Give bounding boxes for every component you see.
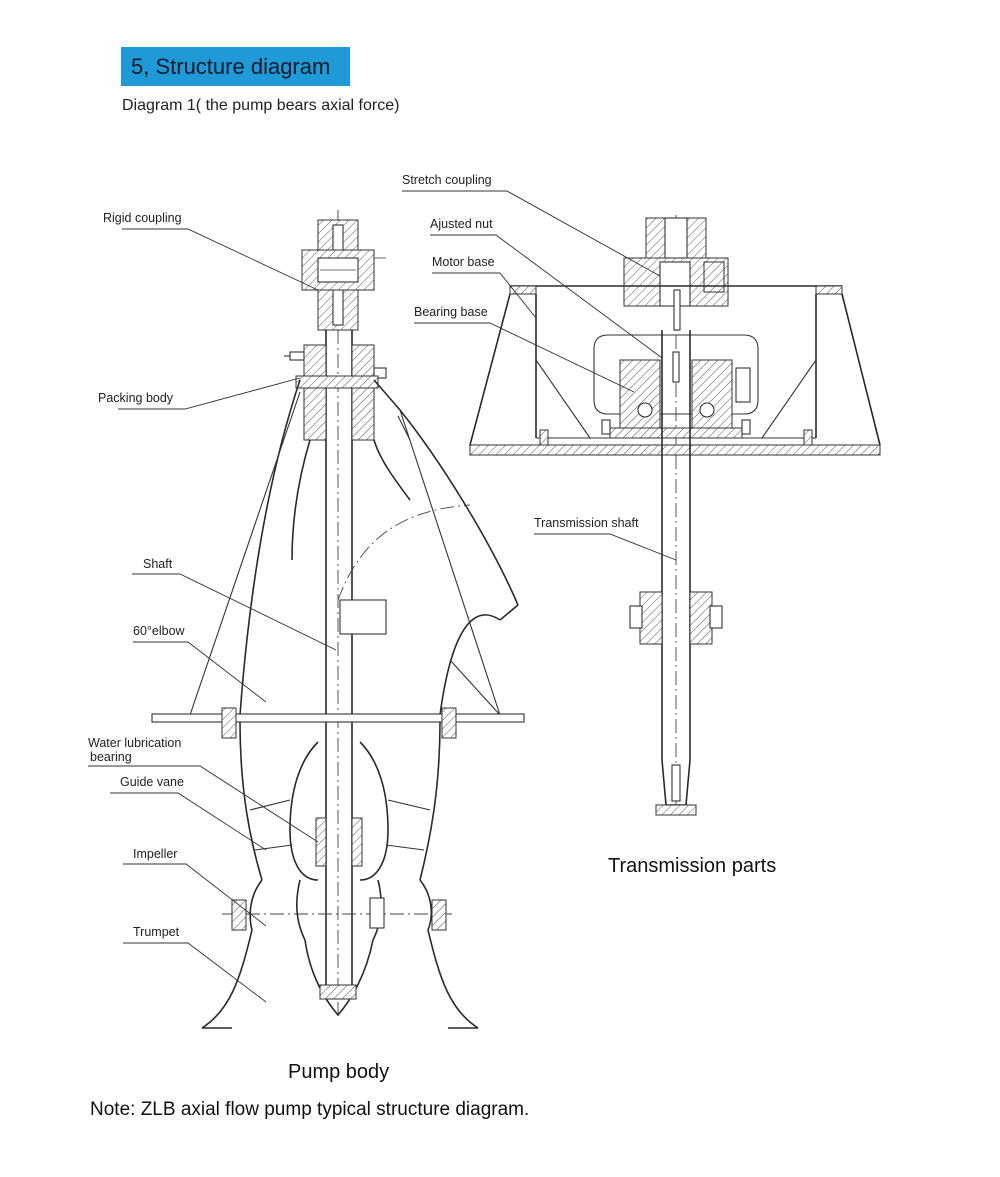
shaft-part [325, 330, 353, 990]
stretch-coupling-part [623, 217, 729, 331]
label-water-lubrication-2: bearing [90, 750, 132, 764]
label-shaft: Shaft [143, 557, 173, 571]
label-stretch-coupling: Stretch coupling [402, 173, 492, 187]
transmission-shaft-part [629, 330, 723, 816]
motor-base-part [469, 285, 881, 456]
label-packing-body: Packing body [98, 391, 174, 405]
packing-body-part [284, 344, 387, 441]
label-bearing-base: Bearing base [414, 305, 488, 319]
trumpet-part [201, 929, 479, 1029]
label-guide-vane: Guide vane [120, 775, 184, 789]
guide-vane-part [239, 721, 441, 881]
diagram-subtitle: Diagram 1( the pump bears axial force) [122, 97, 400, 114]
impeller-part [222, 879, 455, 941]
transmission-drawing: Stretch coupling Ajusted nut Motor base … [402, 173, 881, 877]
caption-transmission-parts: Transmission parts [608, 855, 776, 877]
label-elbow: 60°elbow [133, 624, 186, 638]
bearing-base-part [593, 334, 759, 439]
pump-body-drawing: Rigid coupling Packing body Shaft 60°elb… [88, 210, 525, 1083]
label-water-lubrication-1: Water lubrication [88, 736, 181, 750]
elbow-part [189, 379, 519, 716]
pump-body-labels: Rigid coupling Packing body Shaft 60°elb… [88, 211, 337, 1003]
flange-plate [151, 707, 525, 739]
label-trumpet: Trumpet [133, 925, 180, 939]
label-impeller: Impeller [133, 847, 177, 861]
caption-pump-body: Pump body [288, 1061, 389, 1083]
label-rigid-coupling: Rigid coupling [103, 211, 182, 225]
section-title: 5, Structure diagram [121, 47, 350, 86]
transmission-labels: Stretch coupling Ajusted nut Motor base … [402, 173, 677, 561]
label-ajusted-nut: Ajusted nut [430, 217, 493, 231]
label-motor-base: Motor base [432, 255, 495, 269]
rigid-coupling-part [301, 219, 386, 331]
label-transmission-shaft: Transmission shaft [534, 516, 639, 530]
footer-note: Note: ZLB axial flow pump typical struct… [90, 1099, 530, 1120]
